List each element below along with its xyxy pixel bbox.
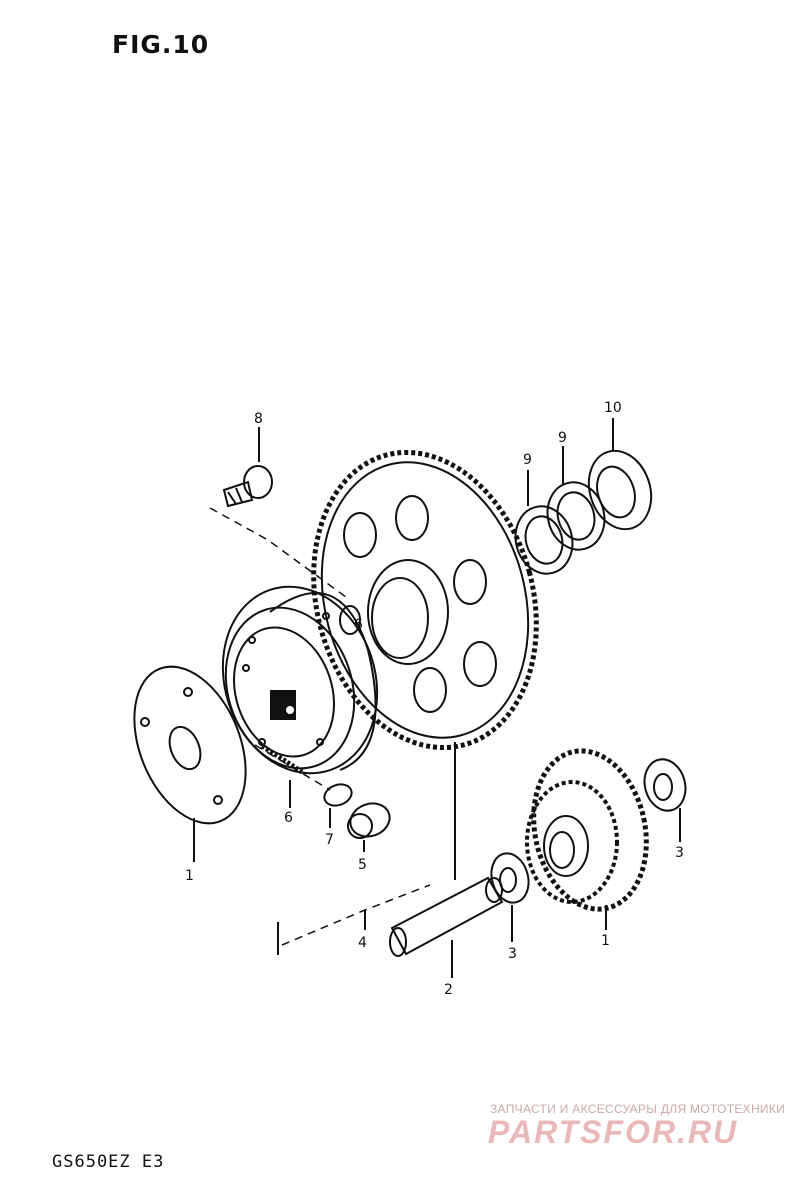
callout-3-right: 3 xyxy=(675,845,684,861)
part-2-shaft xyxy=(389,876,504,978)
callout-3-mid: 3 xyxy=(508,946,517,962)
model-code: GS650EZ E3 xyxy=(52,1152,165,1172)
part-4-starter-driven-gear xyxy=(311,449,539,930)
figure-title: FIG.10 xyxy=(112,30,210,59)
callout-2: 2 xyxy=(444,982,453,998)
starter-clutch-housing xyxy=(221,585,379,775)
part-3-washer-mid xyxy=(490,852,530,942)
callout-1-right: 1 xyxy=(601,933,610,949)
callout-7: 7 xyxy=(325,832,334,848)
callout-10: 10 xyxy=(604,400,622,416)
callout-6-upper: 6 xyxy=(354,617,363,633)
part-1-plate xyxy=(133,665,247,862)
part-6-stud xyxy=(260,743,304,808)
assembly-lines xyxy=(209,507,431,946)
watermark-logo: PARTSFOR.RU xyxy=(488,1114,739,1150)
part-10-thrust-washer xyxy=(587,418,653,531)
part-3-washer-right xyxy=(643,758,687,842)
callout-9b: 9 xyxy=(558,430,567,446)
callout-8: 8 xyxy=(254,411,263,427)
callout-5: 5 xyxy=(358,857,367,873)
part-7-pin xyxy=(323,783,353,828)
part-1-idle-gear xyxy=(525,748,649,930)
part-9-needle-bearings xyxy=(514,446,606,575)
callout-9a: 9 xyxy=(523,452,532,468)
callout-1-left: 1 xyxy=(185,868,194,884)
callout-4: 4 xyxy=(358,935,367,951)
part-8-bolt xyxy=(222,427,273,508)
part-5-roller xyxy=(347,802,391,852)
callout-6-lower: 6 xyxy=(284,810,293,826)
watermark-tagline: ЗАПЧАСТИ И АКСЕССУАРЫ ДЛЯ МОТОТЕХНИКИ xyxy=(490,1102,786,1116)
